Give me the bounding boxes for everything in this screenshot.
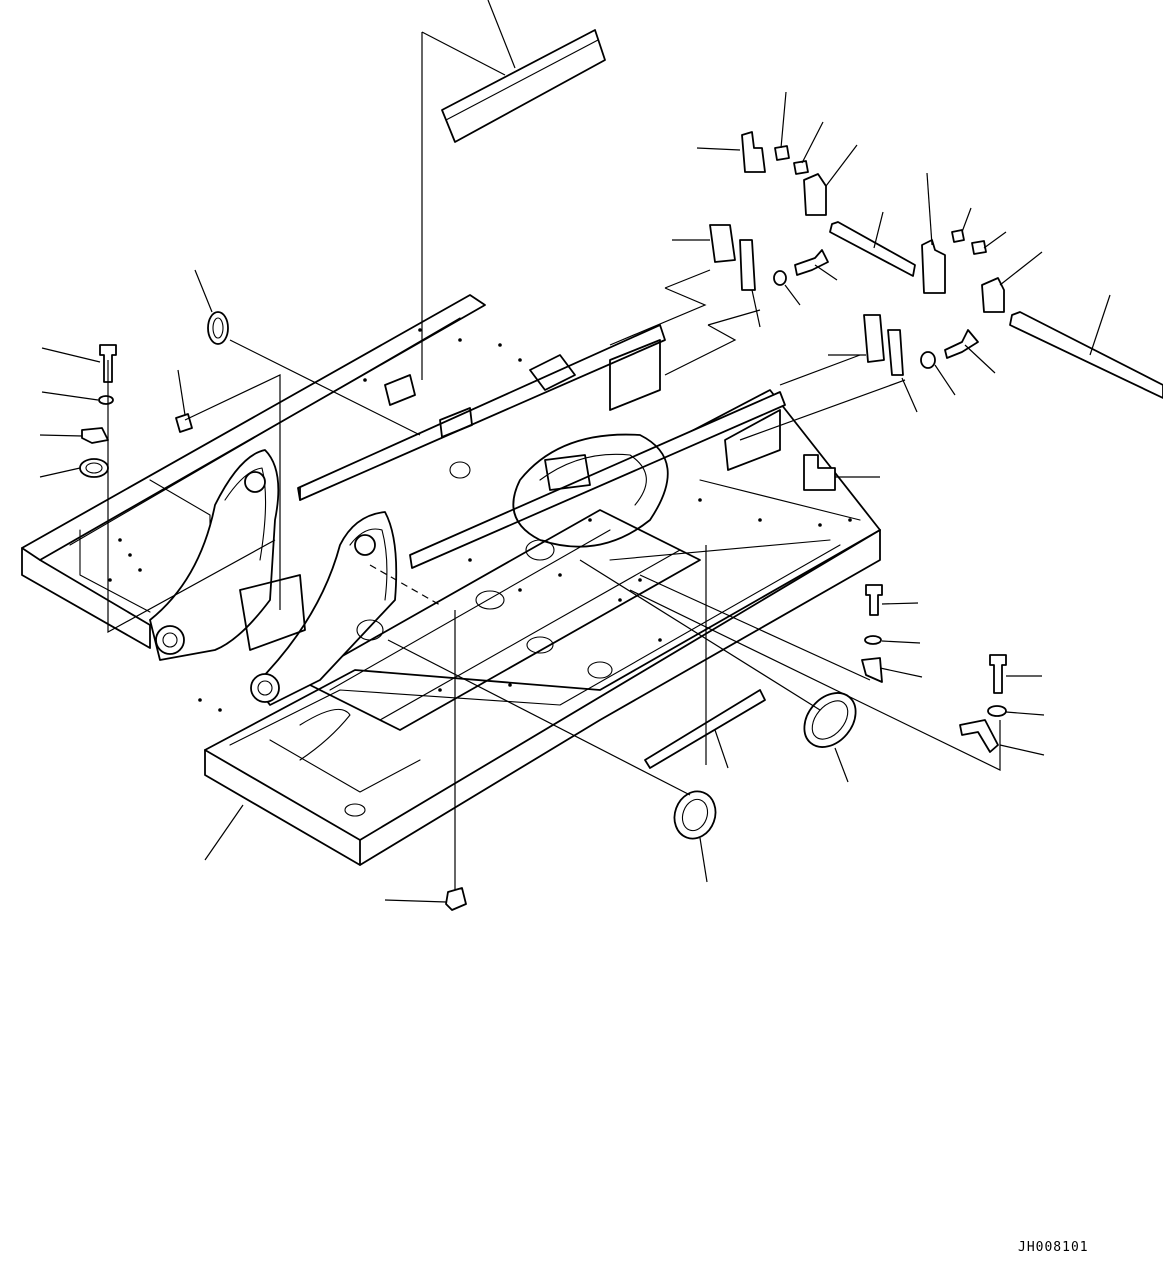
revolving-frame — [21, 294, 881, 866]
drawing-code: JH008101 — [1018, 1240, 1089, 1255]
rivet-dots — [108, 328, 852, 712]
callout-leaders — [39, 0, 1111, 903]
assembly-lines — [107, 31, 1001, 890]
